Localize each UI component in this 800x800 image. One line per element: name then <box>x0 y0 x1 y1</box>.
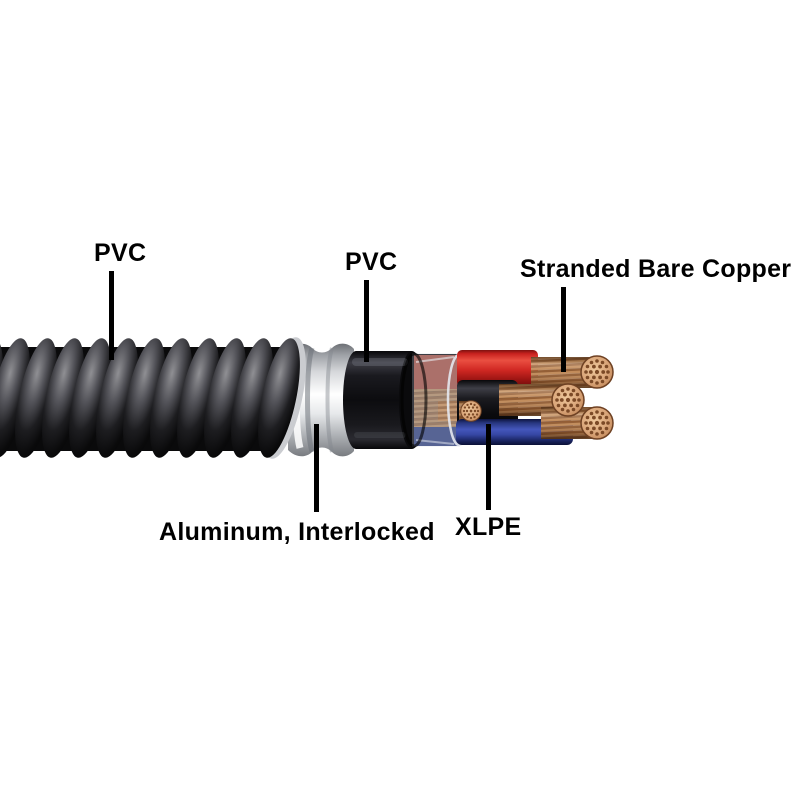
binder-tape-bundle <box>400 352 472 448</box>
label-xlpe: XLPE <box>455 513 522 541</box>
red-insulation <box>457 350 538 387</box>
corrugated-outer-jacket <box>0 337 306 459</box>
copper-strand-face-top <box>580 355 614 389</box>
label-stranded-bare-copper: Stranded Bare Copper <box>520 255 792 283</box>
leader-line-armor <box>314 424 319 512</box>
leader-line-conductor <box>561 287 566 372</box>
label-outer-jacket-pvc: PVC <box>94 239 147 267</box>
leader-line-insulation <box>486 424 491 510</box>
label-aluminum-interlocked: Aluminum, Interlocked <box>159 518 435 546</box>
copper-strand-face-middle <box>551 383 585 417</box>
conductor-bundle <box>456 350 614 445</box>
leader-line-inner-jacket <box>364 280 369 362</box>
label-inner-jacket-pvc: PVC <box>345 248 398 276</box>
leader-line-outer-jacket <box>109 271 114 360</box>
copper-strand-face-ground <box>460 400 482 422</box>
copper-strand-face-bottom <box>580 406 614 440</box>
